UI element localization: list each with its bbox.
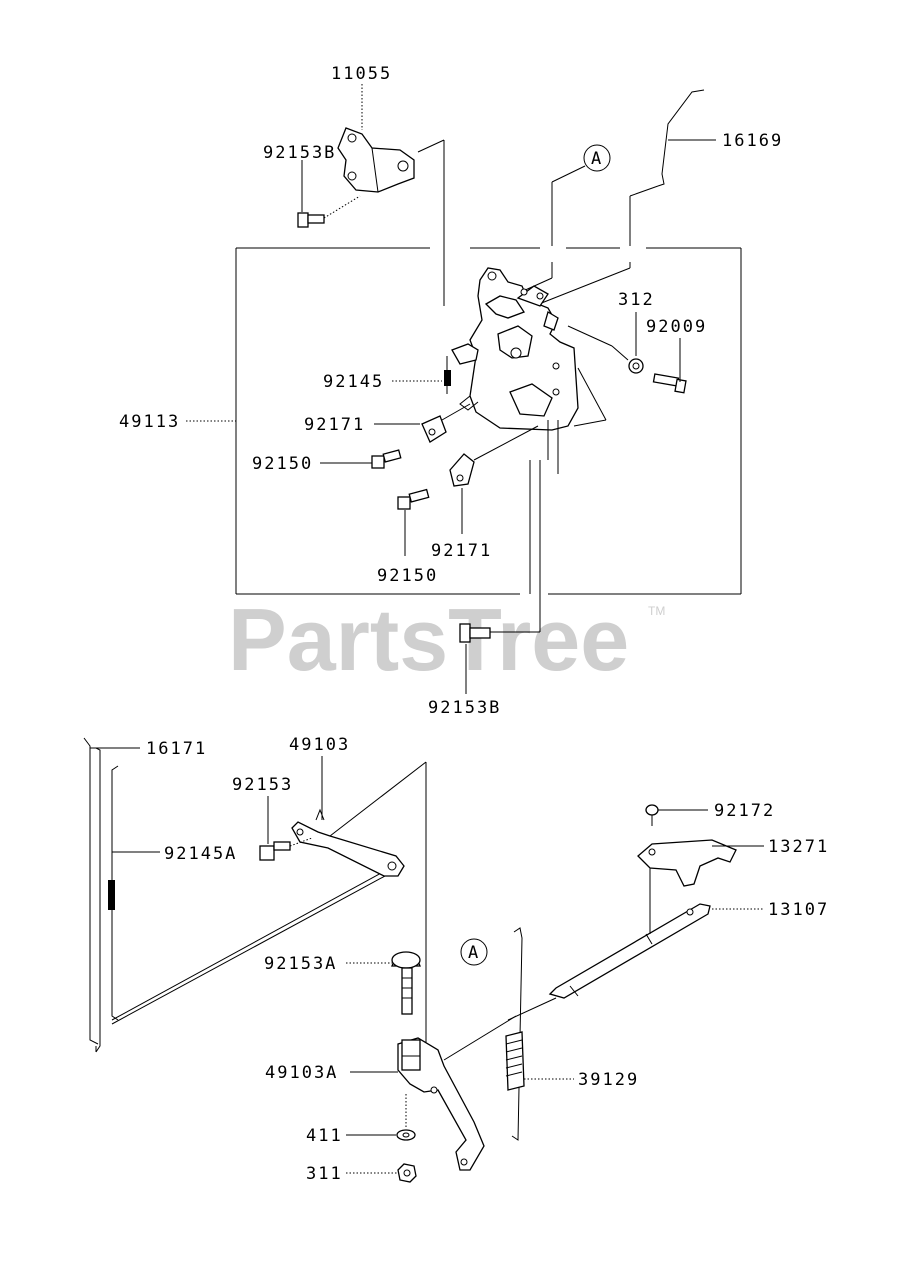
label-411: 411 bbox=[306, 1126, 343, 1146]
control-plate-49113 bbox=[451, 267, 579, 474]
screw-92153B-top bbox=[297, 195, 361, 228]
bracket-11055 bbox=[337, 127, 415, 193]
label-92150-bottom: 92150 bbox=[377, 566, 438, 586]
label-49103: 49103 bbox=[289, 735, 350, 755]
label-92171-bottom: 92171 bbox=[431, 541, 492, 561]
callout-a-top-label: A bbox=[591, 149, 603, 169]
label-13271: 13271 bbox=[768, 837, 829, 857]
callout-a-bottom: A bbox=[460, 938, 488, 966]
label-92153B-bottom: 92153B bbox=[428, 698, 501, 718]
callout-a-top: A bbox=[511, 144, 611, 297]
label-92009: 92009 bbox=[646, 317, 707, 337]
label-92145A: 92145A bbox=[164, 844, 237, 864]
bolt-92153 bbox=[259, 841, 291, 861]
label-49103A: 49103A bbox=[265, 1063, 338, 1083]
label-13107: 13107 bbox=[768, 900, 829, 920]
bolt-92009 bbox=[652, 373, 687, 394]
screw-92172 bbox=[645, 804, 659, 826]
shaft-13107 bbox=[548, 903, 711, 999]
label-49113: 49113 bbox=[119, 412, 180, 432]
label-92172: 92172 bbox=[714, 801, 775, 821]
label-312: 312 bbox=[618, 290, 655, 310]
rod-16169 bbox=[657, 89, 705, 187]
label-16169: 16169 bbox=[722, 131, 783, 151]
callout-a-bottom-label: A bbox=[468, 943, 480, 963]
label-92153B-top: 92153B bbox=[263, 143, 336, 163]
nut-312 bbox=[628, 358, 644, 374]
screw-92153B-bottom bbox=[459, 623, 491, 643]
label-39129: 39129 bbox=[578, 1070, 639, 1090]
label-92145: 92145 bbox=[323, 372, 384, 392]
plate-49103 bbox=[291, 808, 405, 877]
spring-92145 bbox=[444, 356, 451, 394]
label-92150-left: 92150 bbox=[252, 454, 313, 474]
watermark-trademark: TM bbox=[648, 604, 665, 618]
label-92153: 92153 bbox=[232, 775, 293, 795]
label-92153A: 92153A bbox=[264, 954, 337, 974]
lever-92171-left bbox=[421, 415, 447, 443]
rod-16171 bbox=[83, 737, 101, 1053]
watermark-text: PartsTree bbox=[228, 590, 629, 689]
label-11055: 11055 bbox=[331, 64, 392, 84]
lever-92171-bottom bbox=[449, 425, 539, 487]
screw-92150-left bbox=[371, 449, 402, 469]
spring-39129 bbox=[505, 927, 525, 1141]
plate-13271 bbox=[637, 839, 737, 887]
screw-92150-bottom bbox=[397, 488, 430, 510]
lever-49103A bbox=[397, 1037, 485, 1171]
spring-92145A bbox=[108, 765, 397, 1025]
washer-411 bbox=[396, 1129, 416, 1141]
label-311: 311 bbox=[306, 1164, 343, 1184]
bolt-92153A bbox=[391, 951, 421, 1015]
label-16171: 16171 bbox=[146, 739, 207, 759]
nut-311 bbox=[397, 1163, 417, 1183]
label-92171-left: 92171 bbox=[304, 415, 365, 435]
